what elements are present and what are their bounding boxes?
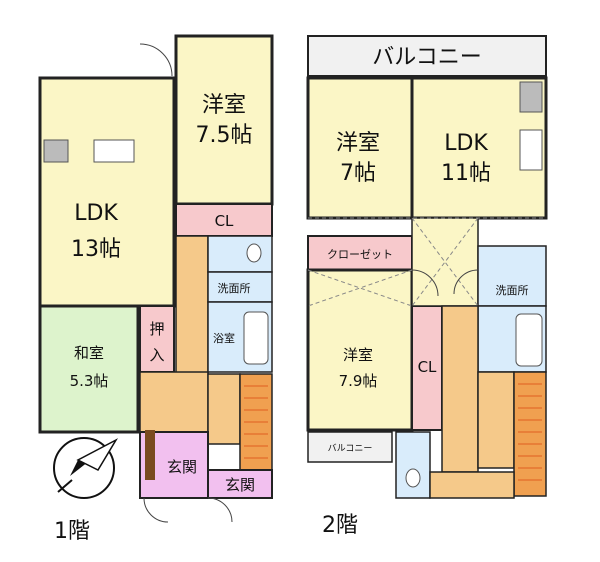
labels-1f: LDK 13帖 洋室 7.5帖 CL 和室 5.3帖 押 入 洗面所 浴室 玄関…	[54, 93, 255, 544]
label-oshiire-1: 押	[149, 320, 164, 338]
label-cl-2f: CL	[418, 358, 437, 376]
toilet-icon	[246, 243, 262, 263]
label-senmenjo-2f: 洗面所	[496, 284, 529, 297]
label-yoshitsu-2f-b-size: 7.9帖	[339, 372, 378, 390]
label-closet-2f: クローゼット	[327, 248, 393, 261]
label-ldk-2f: LDK	[444, 131, 488, 156]
label-cl-1f: CL	[215, 212, 234, 230]
label-floor-2: 2階	[322, 513, 358, 538]
floor-1	[38, 34, 274, 523]
corridor-2f-b	[477, 371, 515, 469]
corridor-1f-b	[207, 373, 241, 445]
stove-icon	[43, 139, 69, 163]
label-washitsu: 和室	[74, 344, 104, 362]
toilet-2f	[395, 431, 431, 499]
room-yoshitsu-2f-a	[306, 76, 414, 220]
stair-2f	[513, 371, 547, 497]
genkan-1f-b	[207, 469, 273, 499]
label-senmenjo-1f: 洗面所	[218, 282, 251, 295]
kitchen-sink-icon	[93, 139, 135, 163]
room-washitsu	[38, 304, 140, 434]
door-swing	[453, 269, 479, 295]
toilet-icon	[405, 468, 421, 488]
labels-2f: バルコニー 洋室 7帖 LDK 11帖 クローゼット 洗面所 洋室 7.9帖 C…	[322, 45, 529, 538]
door-swing	[139, 43, 173, 77]
stove-icon	[519, 81, 543, 113]
corridor-2f	[441, 305, 479, 473]
label-genkan-a: 玄関	[167, 458, 197, 476]
label-yokushitsu: 浴室	[213, 331, 235, 345]
label-ldk-1f: LDK	[74, 201, 118, 226]
label-ldk-2f-size: 11帖	[441, 161, 491, 186]
kitchen-sink-icon	[519, 129, 543, 171]
label-washitsu-size: 5.3帖	[70, 372, 109, 390]
dashed-ceiling-lines	[307, 217, 546, 307]
balcony-top	[307, 35, 547, 77]
north-arrow-icon	[53, 437, 119, 499]
label-ldk-1f-size: 13帖	[71, 237, 121, 262]
bathtub-icon	[515, 313, 543, 367]
stair-treads-2f	[518, 383, 542, 481]
room-yoshitsu-2f-b	[306, 268, 414, 432]
label-oshiire-2: 入	[149, 346, 164, 364]
bathtub-icon	[243, 311, 269, 365]
balcony-small	[307, 431, 393, 463]
label-yoshitsu-1f-size: 7.5帖	[196, 123, 253, 148]
room-closet-2f	[307, 235, 413, 271]
label-yoshitsu-2f-a-size: 7帖	[340, 161, 376, 186]
door-swing	[143, 497, 169, 523]
shoe-cabinet	[145, 430, 155, 480]
corridor-1f	[175, 235, 209, 375]
floor-2	[306, 35, 548, 499]
hall-2f	[429, 471, 515, 499]
senmenjo-2f	[477, 245, 547, 307]
label-genkan-b: 玄関	[225, 476, 255, 494]
label-balcony-small: バルコニー	[328, 443, 373, 454]
label-balcony-top: バルコニー	[372, 45, 482, 70]
label-yoshitsu-2f-a: 洋室	[336, 131, 380, 156]
hall-1f	[139, 371, 209, 433]
label-yoshitsu-2f-b: 洋室	[343, 346, 373, 364]
door-swing	[207, 497, 233, 523]
door-swing	[411, 269, 439, 297]
room-ldk-1f	[38, 76, 176, 308]
label-yoshitsu-1f: 洋室	[202, 93, 246, 118]
room-yoshitsu-1f	[174, 34, 274, 206]
label-floor-1: 1階	[54, 519, 90, 544]
stair-treads-1f	[244, 385, 268, 459]
toilet-1f	[207, 235, 273, 273]
